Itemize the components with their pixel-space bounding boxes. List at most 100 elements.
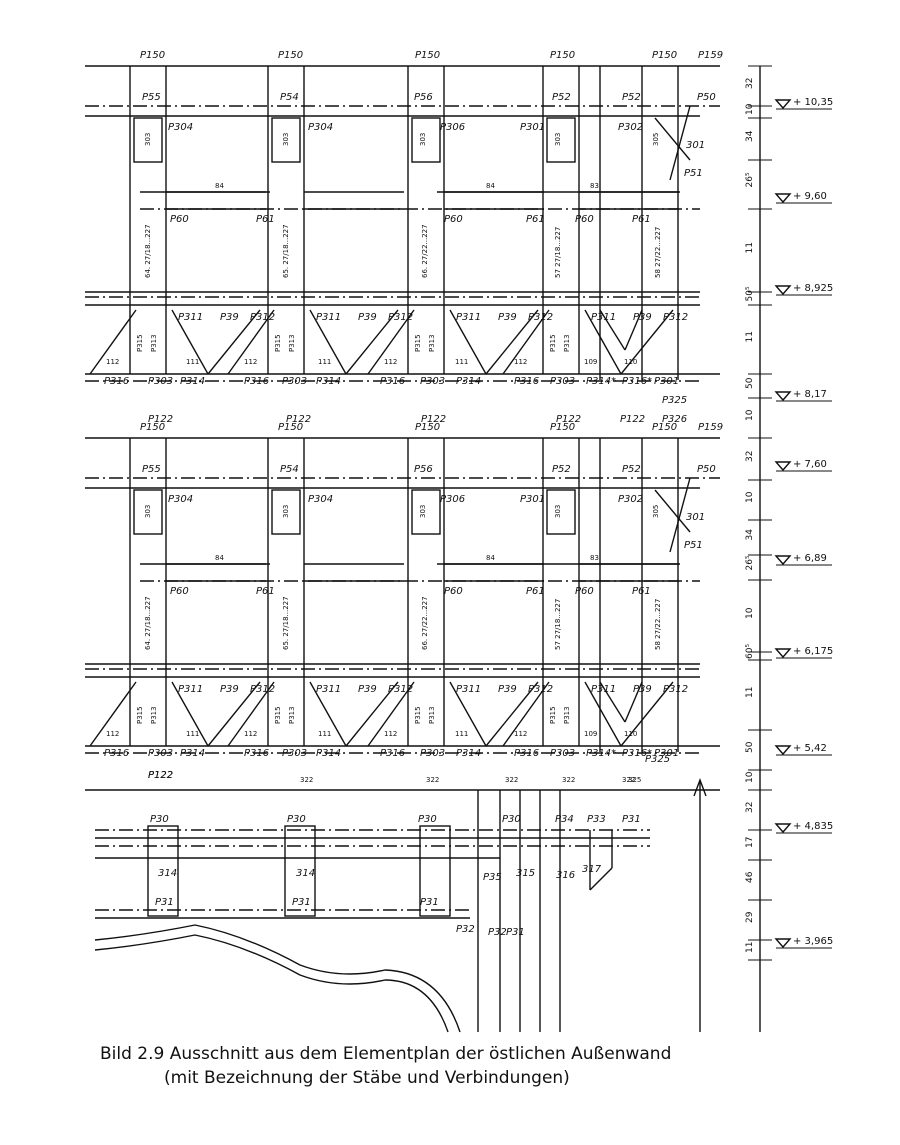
figure-caption: Bild 2.9 Ausschnitt aus dem Elementplan …	[100, 1042, 860, 1090]
base-arch	[94, 924, 461, 1033]
tier-2-brace-label-7: P311	[456, 684, 481, 695]
tier-2-corner-brace	[654, 489, 691, 533]
tier-1-post-4-head	[546, 117, 576, 163]
base-number-6: 325	[628, 776, 641, 784]
dimension-20: 17	[745, 837, 755, 848]
tier-2-bottom-label-4: P316	[244, 748, 269, 759]
tier-1-panel-number-9: 110	[624, 358, 637, 366]
tier-2-panel-number-6: 111	[455, 730, 468, 738]
tier-2-post-3-brace-b	[485, 681, 539, 747]
tier-2-panel-number-8: 109	[584, 730, 597, 738]
tier-1-post-3-brace-a	[449, 309, 487, 375]
dimension-18: 10	[745, 771, 755, 783]
dimension-14: 10	[745, 607, 755, 619]
tier-1-beam-label-9: 83	[590, 182, 599, 190]
base-label-16: 317	[582, 864, 602, 875]
base-label-10: P31	[292, 897, 311, 908]
misc-label-8: P122	[620, 414, 645, 425]
tier-1-bottom-label-6: P314	[316, 376, 341, 387]
tier-1-column-text-3: 66. 27/22...227	[421, 224, 429, 278]
tier-2-bottom-label-2: P303	[148, 748, 173, 759]
base-number-1: 322	[300, 776, 313, 784]
tier-1-panel-number-2: 111	[186, 358, 199, 366]
tier-1-brace-label-3: P312	[250, 312, 275, 323]
base-number-2: 322	[426, 776, 439, 784]
tier-2-bottom-label-6: P314	[316, 748, 341, 759]
arrow-head	[693, 778, 707, 797]
tier-1-corner-brace-2	[669, 105, 691, 181]
tier-2-panel-number-2: 111	[186, 730, 199, 738]
base-label-9: P31	[155, 897, 174, 908]
base-number-5: 322	[622, 776, 635, 784]
tier-2-bottom-label-8: P303	[420, 748, 445, 759]
tier-2-stud-label-8: P313	[563, 706, 571, 724]
tier-2-bottom-label-14: P301	[654, 748, 679, 759]
level-marker-3	[774, 285, 792, 296]
tier-1-brace-label-9: P312	[528, 312, 553, 323]
tier-2-stud-label-6: P313	[428, 706, 436, 724]
tier-1-beam-label-2: P61	[256, 214, 275, 225]
dimension-11: 10	[745, 491, 755, 503]
tier-2-short-brace-2	[624, 681, 643, 723]
tier-2-panel-number-7: 112	[514, 730, 527, 738]
tier-2-column-text-2: 65. 27/18...227	[282, 596, 290, 650]
tier-1-stud-label-5: P315	[414, 334, 422, 352]
base-label-12: P35	[483, 872, 502, 883]
tier-1-post-label-4: P52	[552, 92, 571, 103]
tier-1-stud-label-6: P313	[428, 334, 436, 352]
tier-2-top-label-3: P150	[415, 422, 440, 433]
tier-1-panel-number-3: 112	[244, 358, 257, 366]
dimension-22: 29	[745, 911, 755, 923]
tier-2-post-1-brace-left	[89, 681, 137, 747]
dimension-2: 10	[745, 103, 755, 115]
misc-label-5: P122	[286, 414, 311, 425]
level-label-7: + 6,175	[793, 646, 833, 657]
tier-2-post-4-brace-left	[502, 681, 550, 747]
tier-2-brace-label-3: P312	[250, 684, 275, 695]
tier-1-bottom-label-7: P316	[380, 376, 405, 387]
tier-2-panel-label-2: P304	[308, 494, 333, 505]
level-label-6: + 6,89	[793, 553, 827, 564]
tier-2-corner-brace-2	[669, 477, 691, 553]
tier-2-beam-label-9: 83	[590, 554, 599, 562]
tier-1-brace-label-11: P39	[633, 312, 652, 323]
tier-1-stud-label-3: P315	[274, 334, 282, 352]
tier-1-top-label-5: P150	[652, 50, 677, 61]
tier-2-post-2-brace-left	[227, 681, 275, 747]
base-brace	[589, 867, 613, 891]
tier-1-bottom-label-1: P316	[104, 376, 129, 387]
tier-2-stud-label-3: P315	[274, 706, 282, 724]
tier-1-post-2-head	[271, 117, 301, 163]
level-label-1: + 10,35	[793, 97, 833, 108]
dimension-10: 32	[745, 451, 755, 462]
dimension-15: 60⁵	[745, 644, 755, 659]
tier-1-bottom-label-11: P303	[550, 376, 575, 387]
tier-1-panel-number-5: 112	[384, 358, 397, 366]
tier-1-column-text-4: 57 27/18...227	[554, 227, 562, 278]
tier-2-brace-label-10: P311	[591, 684, 616, 695]
tier-1-brace-label-5: P39	[358, 312, 377, 323]
tier-2-bottom-label-12: P314*	[586, 748, 616, 759]
tier-2-post-label-3: P56	[414, 464, 433, 475]
tier-2-bottom-label-1: P316	[104, 748, 129, 759]
tier-1-corner-brace	[654, 117, 691, 161]
tier-1-stud-label-7: P315	[549, 334, 557, 352]
tier-2-post-number-3: 303	[419, 505, 427, 518]
tier-2-bottom-label-11: P303	[550, 748, 575, 759]
tier-2-top-label-4: P150	[550, 422, 575, 433]
tier-1-panel-number-7: 112	[514, 358, 527, 366]
tier-1-brace-label-12: P312	[663, 312, 688, 323]
tier-2-panel-label-7: P51	[684, 540, 703, 551]
tier-2-post-1-head	[133, 489, 163, 535]
tier-2-post-3-brace-a	[449, 681, 487, 747]
tier-1-top-label-2: P150	[278, 50, 303, 61]
dimension-21: 46	[745, 871, 755, 883]
tier-1-beam-label-3: P60	[444, 214, 463, 225]
tier-1-beam-label-4: P61	[526, 214, 545, 225]
base-number-3: 322	[505, 776, 518, 784]
tier-2-post-label-2: P54	[280, 464, 299, 475]
tier-1-post-label-5: P52	[622, 92, 641, 103]
tier-2-post-4-brace-b	[620, 681, 674, 747]
dimension-19: 32	[745, 802, 755, 813]
tier-1-brace-label-1: P311	[178, 312, 203, 323]
